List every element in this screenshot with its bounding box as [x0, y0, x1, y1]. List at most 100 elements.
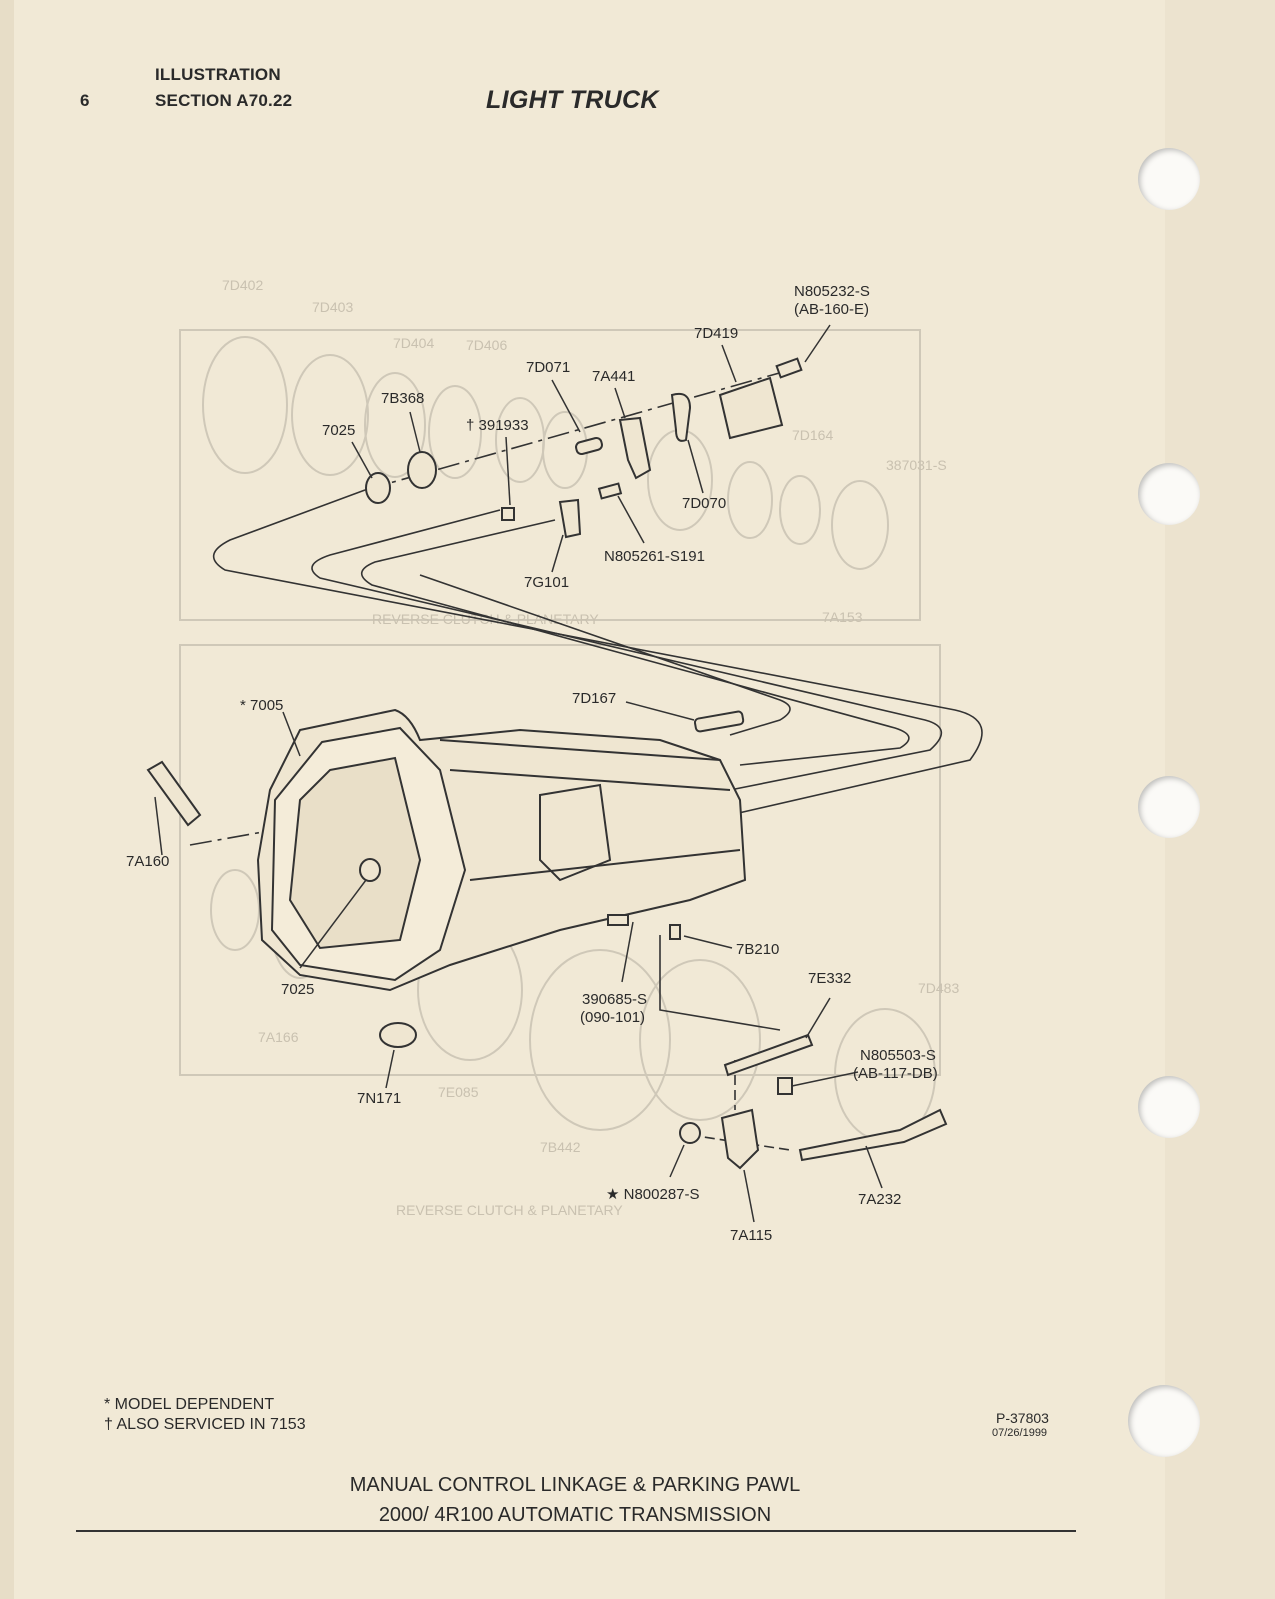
part-7n171-plug	[379, 1022, 417, 1048]
leader	[551, 534, 564, 573]
part-7a232-shaft	[798, 1108, 948, 1162]
part-7d167-bolt	[693, 710, 745, 733]
leader	[282, 711, 301, 757]
ghost-label: 7B442	[540, 1139, 581, 1155]
binder-hole	[1138, 463, 1200, 525]
label-n805232-s-code: (AB-160-E)	[794, 301, 869, 318]
ghost-ring	[364, 372, 426, 478]
part-7025-seal	[365, 472, 391, 504]
binder-hole	[1138, 148, 1200, 210]
leader	[804, 324, 831, 363]
part-7b368-seal	[407, 451, 437, 489]
part-n805503-bolt	[777, 1077, 793, 1095]
label-7g101: 7G101	[524, 574, 569, 591]
ghost-label: 387031-S	[886, 457, 947, 473]
leader	[617, 495, 645, 544]
part-7e332-rod	[723, 1033, 814, 1077]
binder-hole	[1128, 1385, 1200, 1457]
page-title: LIGHT TRUCK	[486, 86, 659, 114]
part-391933-clip	[501, 507, 515, 521]
reference-code: P-37803	[996, 1410, 1049, 1426]
transmission-case	[256, 708, 747, 992]
footnote-also-serviced: † ALSO SERVICED IN 7153	[104, 1416, 306, 1433]
paper-left-edge	[0, 0, 14, 1599]
ghost-plate	[291, 354, 369, 476]
routing-loop-inner	[360, 519, 910, 766]
label-n805261-s191: N805261-S191	[604, 548, 705, 565]
ghost-label: 7D403	[312, 299, 353, 315]
binder-hole	[1138, 776, 1200, 838]
ghost-clutch-pack	[639, 959, 761, 1121]
case-rib	[449, 769, 731, 791]
case-fitting	[607, 914, 629, 926]
case-valve-pad	[539, 783, 612, 882]
ghost-ring	[727, 461, 773, 539]
label-n800287-s: ★ N800287-S	[606, 1186, 700, 1203]
label-7025-lower: 7025	[281, 981, 314, 998]
leader	[409, 411, 421, 453]
ghost-label: REVERSE CLUTCH & PLANETARY	[396, 1202, 623, 1218]
part-7a441-lever	[618, 416, 652, 480]
leader	[743, 1169, 755, 1223]
part-n800287-nut	[679, 1122, 701, 1144]
leader	[721, 344, 737, 383]
part-7g101-guide	[558, 498, 582, 539]
label-7d167: 7D167	[572, 690, 616, 707]
label-7a232: 7A232	[858, 1191, 901, 1208]
case-rib	[439, 739, 721, 761]
label-7d419: 7D419	[694, 325, 738, 342]
routing-loop-bolt	[419, 574, 791, 736]
bell-housing-opening	[288, 756, 422, 950]
leader	[687, 439, 704, 494]
ghost-label: 7A166	[258, 1029, 299, 1045]
ghost-drum	[202, 336, 288, 474]
linkage-centerline	[659, 935, 781, 1031]
leader	[865, 1145, 883, 1189]
section-number: SECTION A70.22	[155, 91, 293, 110]
routing-loop-middle	[311, 509, 943, 791]
label-7005: * 7005	[240, 697, 283, 714]
label-7a441: 7A441	[592, 368, 635, 385]
part-7d419-bracket	[718, 376, 784, 440]
label-n805232-s: N805232-S	[794, 283, 870, 300]
footnote-model-dependent: * MODEL DEPENDENT	[104, 1396, 275, 1413]
ghost-seal	[210, 869, 260, 951]
part-n805261-bolt	[597, 482, 623, 500]
label-n805503-s: N805503-S	[860, 1047, 936, 1064]
ghost-bearing	[831, 480, 889, 570]
ghost-label: 7D402	[222, 277, 263, 293]
ghost-label: 7E085	[438, 1084, 479, 1100]
leader	[621, 921, 634, 983]
part-7a115-lever	[720, 1108, 760, 1170]
part-n805232-bolt	[775, 357, 803, 379]
leader	[551, 379, 581, 433]
section-label: ILLUSTRATION	[155, 65, 281, 84]
label-7025-upper: 7025	[322, 422, 355, 439]
leader	[299, 879, 367, 969]
leader	[351, 441, 373, 479]
leader	[805, 997, 831, 1039]
ghost-label: REVERSE CLUTCH & PLANETARY	[372, 611, 599, 627]
page-number: 6	[80, 91, 90, 110]
leader	[669, 1144, 685, 1178]
part-7a160-tube	[146, 760, 202, 827]
ghost-label: 7D404	[393, 335, 434, 351]
part-7d071-pin	[575, 436, 603, 456]
label-7d071: 7D071	[526, 359, 570, 376]
leader	[683, 935, 733, 949]
label-390685-s-code: (090-101)	[580, 1009, 645, 1026]
label-7b368: 7B368	[381, 390, 424, 407]
reference-date: 07/26/1999	[992, 1427, 1048, 1439]
caption-line-1: MANUAL CONTROL LINKAGE & PARKING PAWL	[349, 1474, 801, 1496]
label-7a115: 7A115	[730, 1227, 772, 1244]
label-7n171: 7N171	[357, 1090, 401, 1107]
ghost-label: 7D164	[792, 427, 833, 443]
bottom-rule	[76, 1530, 1076, 1532]
leader	[385, 1049, 395, 1089]
case-rib	[469, 849, 741, 881]
leader-arrows	[154, 324, 883, 1223]
label-7b210: 7B210	[736, 941, 779, 958]
caption-line-2: 2000/ 4R100 AUTOMATIC TRANSMISSION	[378, 1504, 772, 1526]
